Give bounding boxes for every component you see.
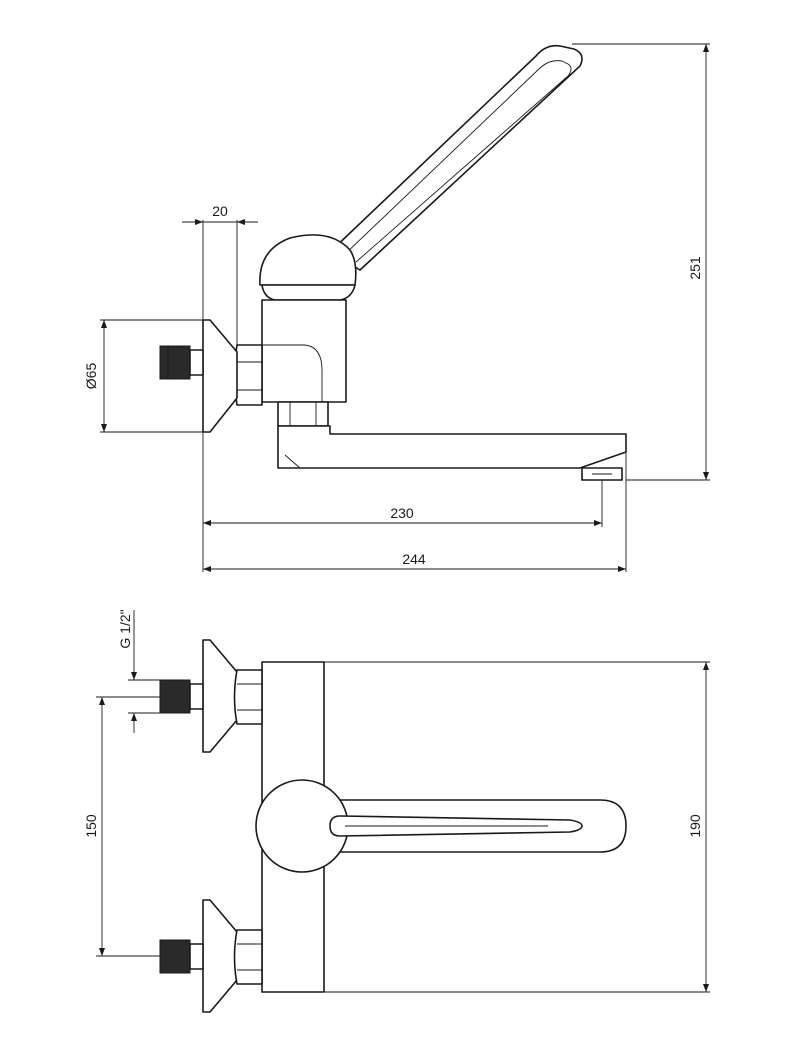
dimension-20: 20 — [182, 203, 258, 432]
dimension-230: 230 — [202, 432, 603, 572]
dimension-244-label: 244 — [402, 551, 426, 567]
connector-nut — [233, 344, 263, 406]
cartridge-cap — [261, 284, 356, 301]
dimension-d65: Ø65 — [83, 319, 203, 433]
dimension-244: 244 — [203, 452, 627, 572]
lower-inlet-thread — [159, 939, 191, 974]
dimension-230-label: 230 — [390, 505, 414, 521]
dimension-190: 190 — [324, 661, 710, 993]
lever-handle-inner — [342, 60, 572, 263]
wall-escutcheon — [202, 319, 238, 433]
mixer-body — [261, 299, 347, 403]
inlet-thread — [159, 345, 191, 380]
spout-collar — [277, 401, 329, 427]
dimension-20-label: 20 — [212, 203, 228, 219]
top-view: G 1/2" 150 190 — [83, 609, 710, 1013]
dimension-thread-label: G 1/2" — [117, 609, 133, 648]
lower-escutcheon — [202, 899, 238, 1013]
upper-nut — [233, 669, 263, 725]
dimension-190-label: 190 — [687, 814, 703, 838]
dimension-thread: G 1/2" — [117, 609, 160, 733]
dimension-150-label: 150 — [83, 814, 99, 838]
side-view: 20 Ø65 251 230 — [83, 43, 710, 572]
upper-inlet-thread — [159, 679, 191, 714]
spout — [277, 425, 627, 469]
body-curve — [262, 344, 323, 402]
handle-dome — [259, 234, 357, 286]
dimension-d65-label: Ø65 — [83, 363, 99, 390]
dimension-251-label: 251 — [687, 256, 703, 280]
lever-handle — [329, 44, 583, 271]
upper-escutcheon — [202, 639, 238, 753]
dimension-251: 251 — [572, 43, 710, 481]
lower-nut — [233, 929, 263, 985]
dimension-150: 150 — [83, 696, 160, 957]
